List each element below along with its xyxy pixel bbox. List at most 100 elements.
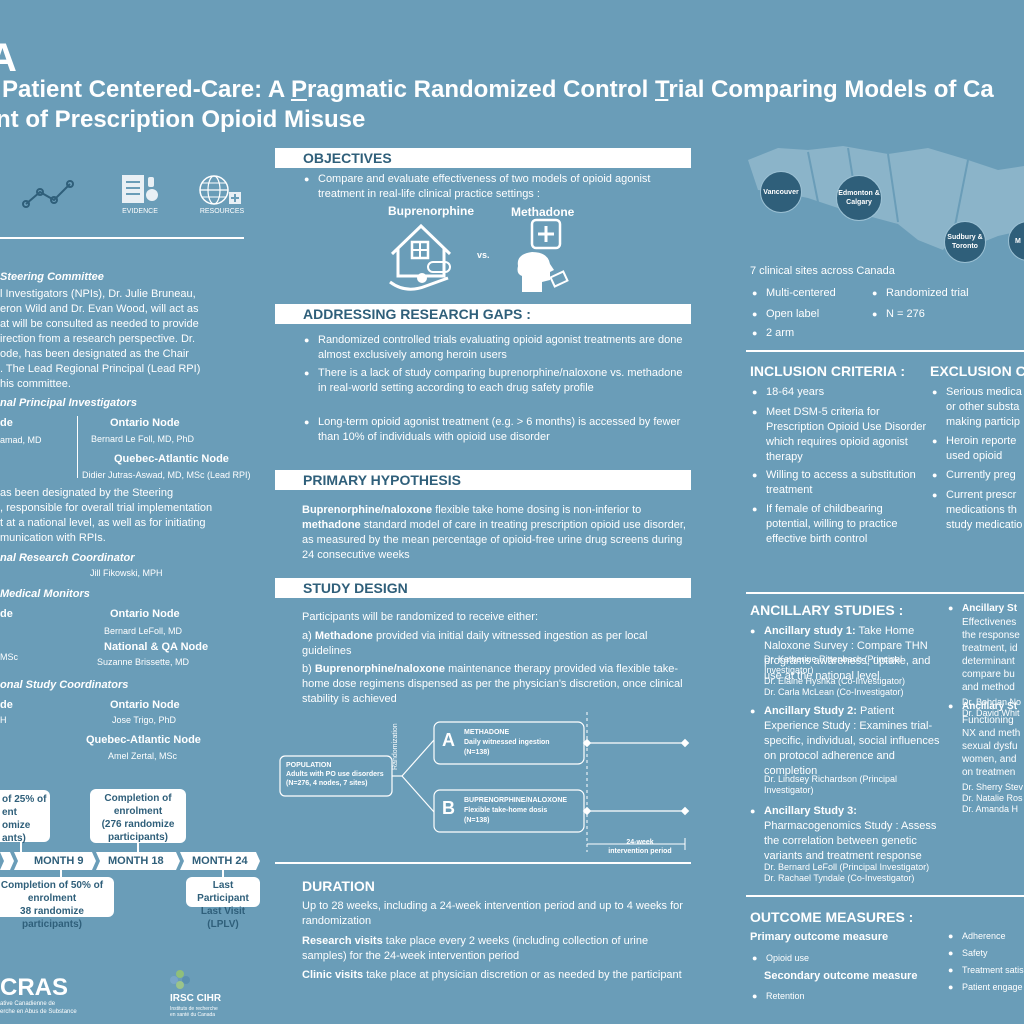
milestone-100-connector: [137, 843, 139, 853]
nrc-title: nal Research Coordinator: [0, 552, 135, 564]
mm-ontario-name: Bernard LeFoll, MD: [104, 626, 183, 636]
feature-n: N = 276: [870, 307, 1020, 322]
feature-multi-centered: Multi-centered: [750, 286, 880, 301]
hypothesis-header: PRIMARY HYPOTHESIS: [275, 470, 691, 490]
study-design-header: STUDY DESIGN: [275, 578, 691, 598]
secondary-outcome-item-adherence: Adherence: [946, 929, 1024, 944]
methadone-label: Methadone: [511, 205, 575, 219]
secondary-outcome-item-engagement: Patient engage: [946, 980, 1024, 995]
lplv-connector: [222, 870, 224, 878]
vs-label: vs.: [477, 250, 490, 260]
trend-icon: [22, 180, 74, 215]
milestone-50-connector: [60, 870, 62, 878]
design-option-a: a) Methadone provided via initial daily …: [302, 630, 648, 657]
irsc-cihr-logo: IRSC CIHR: [170, 993, 222, 1004]
ancillary-divider: [746, 592, 1024, 594]
mm-qa-node: National & QA Node: [104, 641, 209, 653]
rpi-ontario-name: Bernard Le Foll, MD, PhD: [91, 434, 195, 444]
ancillary-study-5: Ancillary St: [946, 700, 1024, 713]
rpi-title: nal Principal Investigators: [0, 397, 137, 409]
nsc-ontario-name: Jose Trigo, PhD: [112, 715, 177, 725]
ancillary-study-3: Ancillary Study 3: Pharmacogenomics Stud…: [748, 804, 940, 864]
timeline-arrow: [0, 852, 262, 875]
left-divider: [0, 237, 244, 239]
rpi-qa-name: Didier Jutras-Aswad, MD, MSc (Lead RPI): [82, 470, 251, 480]
executive-text: as been designated by the Steering , res…: [0, 487, 213, 544]
nsc-left-node: de: [0, 699, 13, 711]
medicine-drinking-icon: [512, 218, 572, 299]
duration-text: Up to 28 weeks, including a 24-week inte…: [302, 900, 683, 927]
feature-randomized: Randomized trial: [870, 286, 1020, 301]
research-gaps-header: ADDRESSING RESEARCH GAPS :: [275, 304, 691, 324]
exclusion-item-2: Heroin reporte used opioid: [930, 434, 1024, 464]
primary-outcome-item: Opioid use: [750, 951, 920, 966]
nsc-qa-name: Amel Zertal, MSc: [108, 751, 178, 761]
home-hand-pill-icon: [386, 220, 456, 301]
mm-left-node: de: [0, 608, 13, 620]
inclusion-item-2: Meet DSM-5 criteria for Prescription Opi…: [750, 405, 930, 465]
inclusion-item-4: If female of childbearing potential, wil…: [750, 502, 930, 547]
ancillary-study-1: Ancillary study 1: Take Home Naloxone Su…: [748, 624, 940, 684]
site-sudbury-toronto: Sudbury & Toronto: [944, 221, 986, 263]
outcome-divider: [746, 895, 1024, 897]
arm-b-letter: B: [442, 798, 455, 818]
mm-ontario-node: Ontario Node: [110, 608, 180, 620]
month-18: MONTH 18: [108, 855, 164, 867]
gap-item-1: Randomized controlled trials evaluating …: [302, 333, 692, 363]
logo-letter: A: [0, 36, 17, 80]
mm-left-name: MSc: [0, 652, 18, 662]
feature-2-arm: 2 arm: [750, 326, 880, 341]
milestone-25-connector: [20, 842, 22, 852]
rpi-left-node: de: [0, 417, 13, 429]
buprenorphine-label: Buprenorphine: [388, 204, 474, 218]
clinic-visits-text: Clinic visits take place at physician di…: [302, 969, 682, 981]
randomization-label: Randomization: [392, 723, 399, 770]
cihr-leaf-icon: [168, 968, 192, 995]
hypothesis-text: Buprenorphine/naloxone flexible take hom…: [302, 504, 686, 561]
evidence-label: EVIDENCE: [122, 208, 158, 215]
steering-title: Steering Committee: [0, 271, 104, 283]
mm-qa-name: Suzanne Brissette, MD: [97, 657, 190, 667]
nsc-ontario-node: Ontario Node: [110, 699, 180, 711]
resources-icon: [196, 172, 244, 213]
exclusion-item-4: Current prescr medications th study medi…: [930, 488, 1024, 533]
objectives-item: Compare and evaluate effectiveness of tw…: [302, 172, 672, 202]
nsc-title: onal Study Coordinators: [0, 679, 129, 691]
nsc-qa-node: Quebec-Atlantic Node: [86, 734, 201, 746]
rpi-ontario-node: Ontario Node: [110, 417, 180, 429]
inclusion-item-3: Willing to access a substitution treatme…: [750, 468, 930, 498]
steering-text: l Investigators (NPIs), Dr. Julie Brunea…: [0, 288, 201, 390]
nrc-name: Jill Fikowski, MPH: [90, 568, 163, 578]
month-24: MONTH 24: [192, 855, 248, 867]
sites-text: 7 clinical sites across Canada: [750, 265, 895, 277]
poster-title-line2: nt of Prescription Opioid Misuse: [0, 106, 366, 133]
cras-logo: CRAS: [0, 974, 69, 1001]
nsc-left-name: H: [0, 715, 7, 725]
inclusion-header: INCLUSION CRITERIA :: [750, 363, 906, 379]
ancillary-header: ANCILLARY STUDIES :: [750, 602, 904, 618]
exclusion-item-3: Currently preg: [930, 468, 1024, 483]
medical-monitors-title: Medical Monitors: [0, 588, 90, 600]
exclusion-item-1: Serious medica or other substa making pa…: [930, 385, 1024, 430]
month-9: MONTH 9: [34, 855, 84, 867]
gap-item-2: There is a lack of study comparing bupre…: [302, 366, 692, 396]
research-visits-text: Research visits take place every 2 weeks…: [302, 935, 649, 962]
ancillary-study-4: Ancillary St: [946, 602, 1024, 615]
secondary-outcome-item-satisfaction: Treatment satis: [946, 963, 1024, 978]
primary-outcome-title: Primary outcome measure: [750, 931, 889, 943]
evidence-icon: [118, 173, 162, 212]
exclusion-header: EXCLUSION C: [930, 363, 1024, 379]
duration-header: DURATION: [302, 878, 375, 894]
